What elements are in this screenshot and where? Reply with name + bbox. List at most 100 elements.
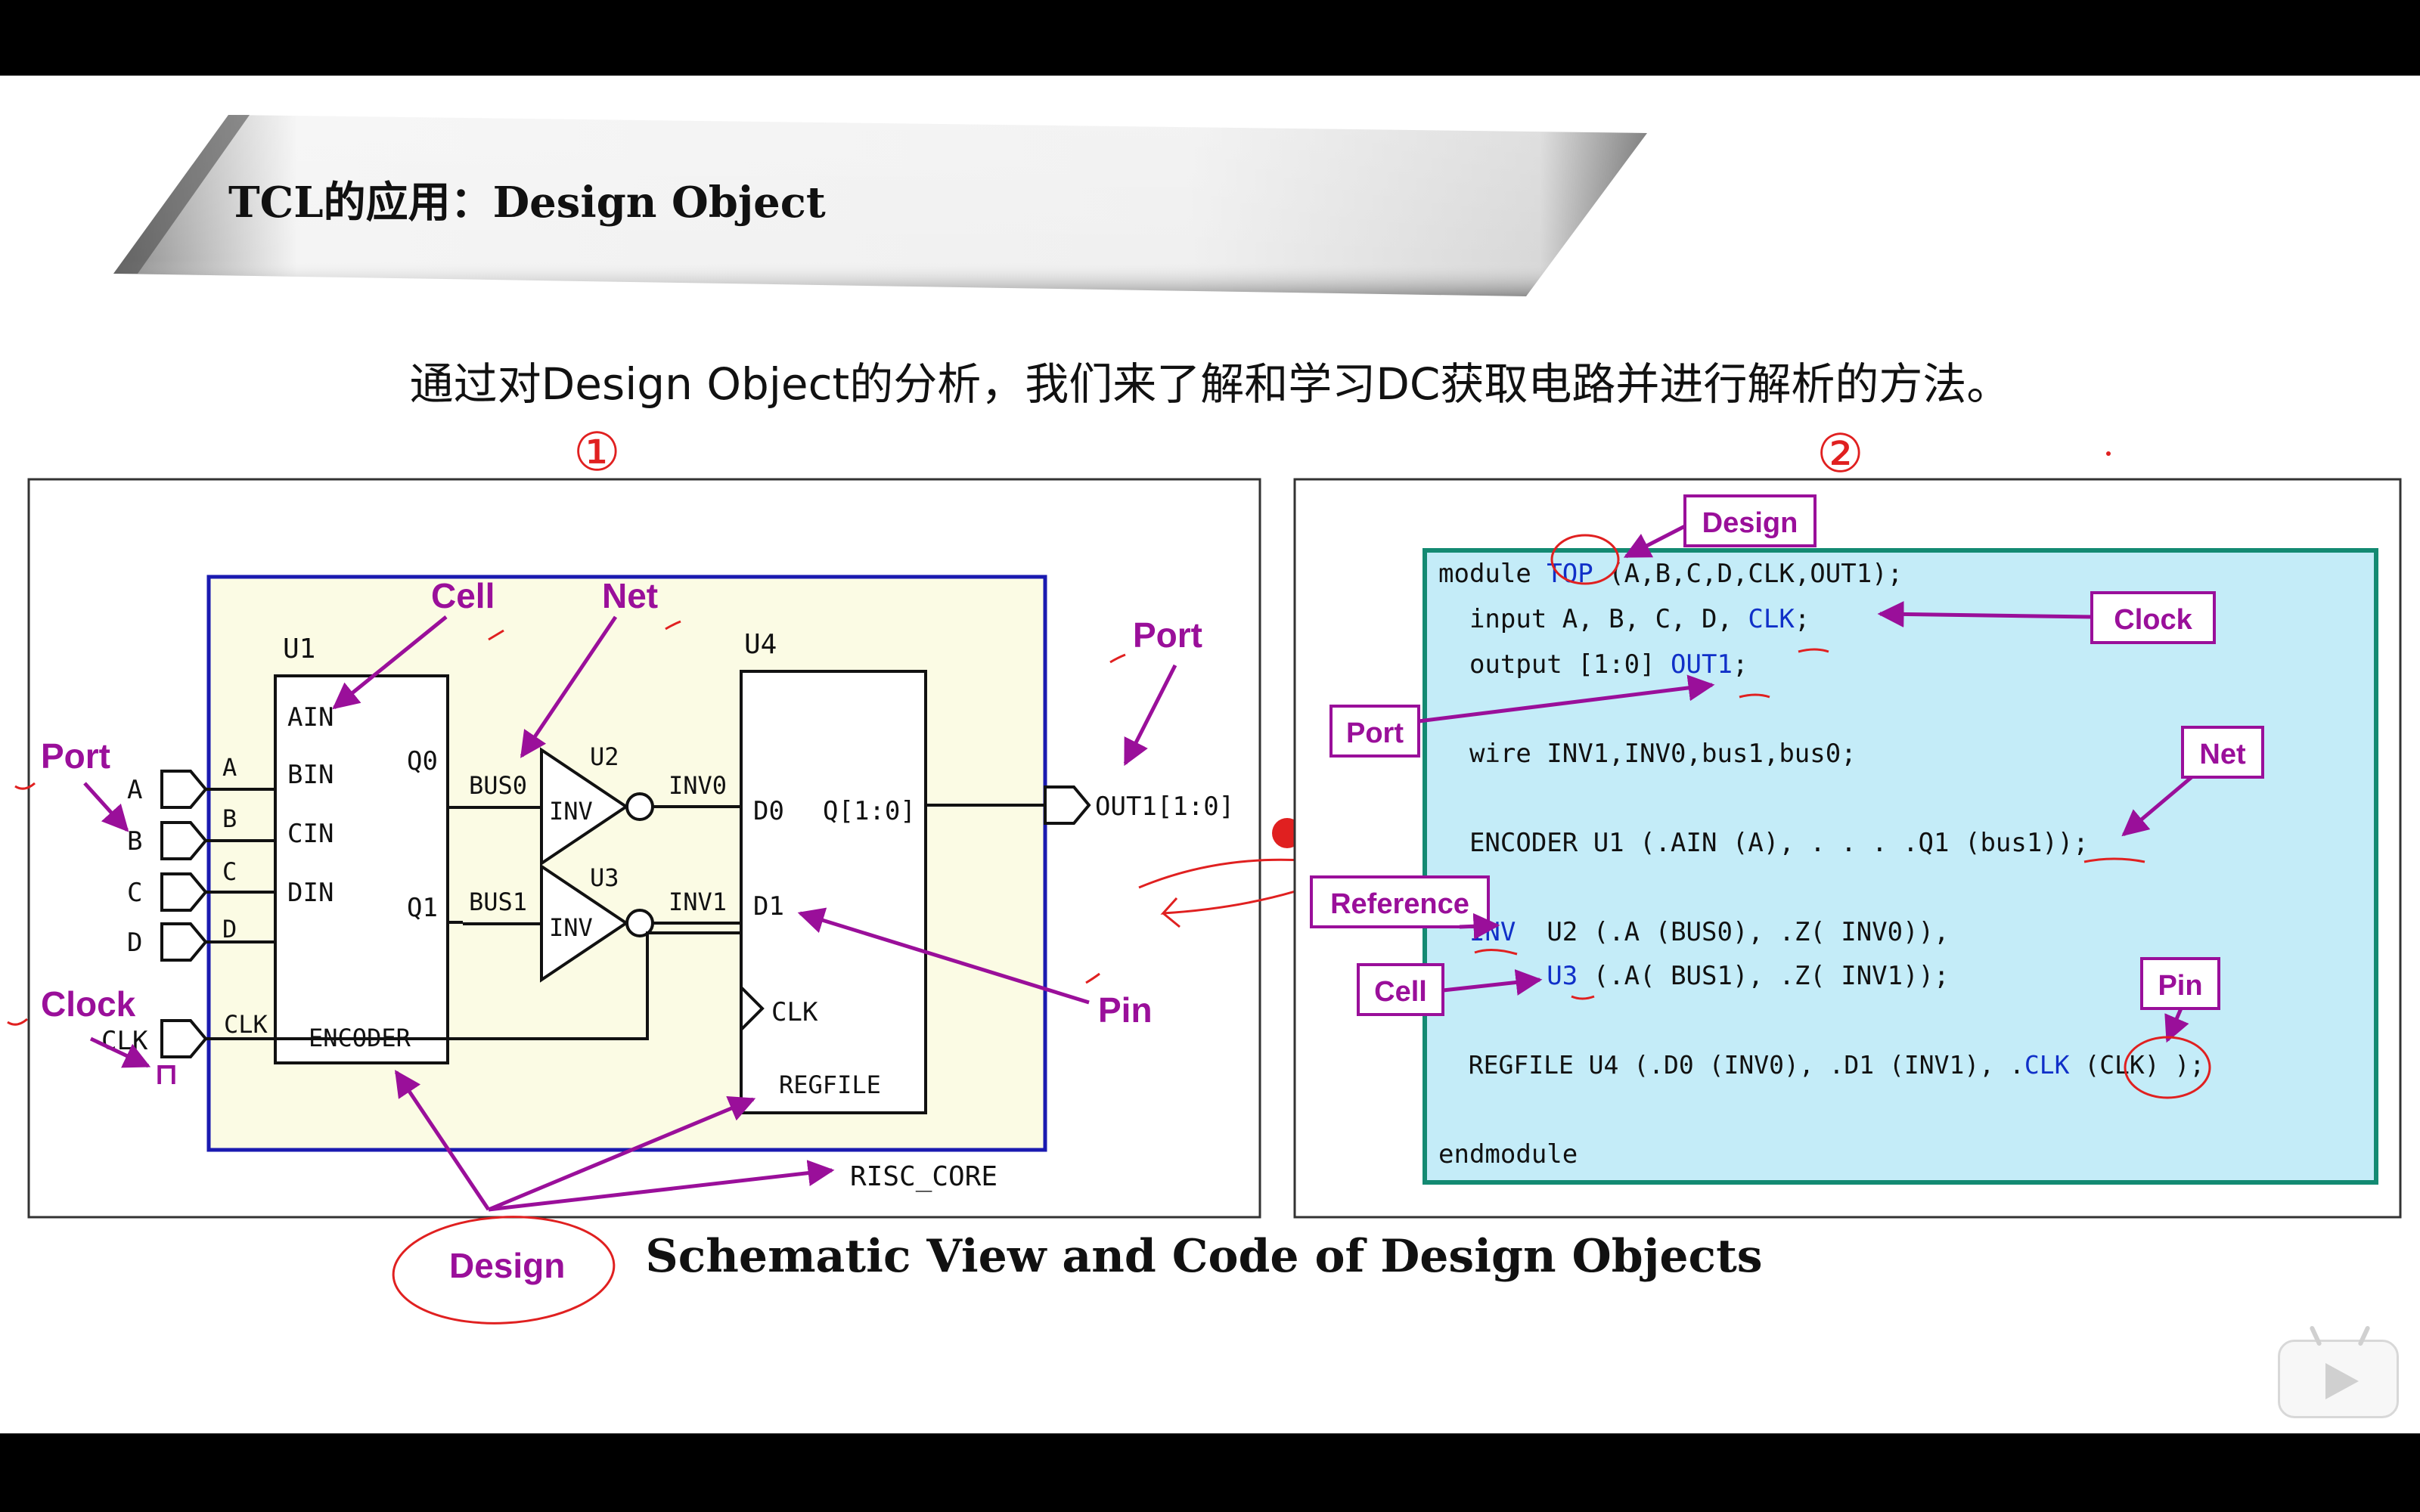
inverter-cells (540, 747, 654, 983)
design-circle-annotation (392, 1216, 616, 1325)
port-d (160, 922, 208, 962)
pin-circle-annotation (2124, 1036, 2211, 1099)
u1-pin-b: B (222, 804, 237, 833)
code-line-u2: INV U2 (.A (BUS0), .Z( INV0)), (1438, 917, 1950, 947)
code-callout-net: Net (2199, 739, 2246, 770)
port-c (160, 872, 208, 912)
page-title: TCL的应用：Design Object (228, 178, 826, 228)
annotation-dot (2106, 451, 2111, 456)
net-bus0-label: BUS0 (469, 771, 527, 800)
video-play-button[interactable] (2278, 1325, 2399, 1418)
u4-pin-q: Q[1:0] (823, 796, 916, 826)
letterbox-top (0, 0, 2420, 76)
slide-subtitle: 通过对Design Object的分析，我们来了解和学习DC获取电路并进行解析的… (410, 358, 2011, 410)
callout-net: Net (602, 576, 658, 615)
code-callout-reference: Reference (1330, 888, 1469, 920)
code-line-module: module TOP (A,B,C,D,CLK,OUT1); (1438, 559, 1903, 589)
port-clk (160, 1019, 208, 1058)
code-token-clk: CLK (1748, 604, 1795, 634)
u1-pin-bin: BIN (287, 760, 334, 790)
u1-instance-label: U1 (283, 634, 315, 665)
net-bus1-label: BUS1 (469, 888, 527, 916)
code-line-u3: U3 (.A( BUS1), .Z( INV1)); (1438, 961, 1950, 991)
u2-bubble (625, 792, 654, 821)
slide-canvas: TCL的应用：Design Object 通过对Design Object的分析… (7, 115, 2402, 1325)
callout-pin: Pin (1098, 990, 1153, 1030)
schematic-handwritten-marks (7, 620, 1126, 1325)
callout-design: Design (449, 1246, 565, 1285)
bus-nets (448, 806, 541, 925)
u1-pin-din: DIN (287, 878, 334, 908)
port-d-label: D (127, 928, 142, 958)
code-callout-port: Port (1346, 717, 1404, 749)
input-ports (160, 770, 208, 1058)
callout-cell: Cell (431, 576, 495, 615)
port-b-label: B (127, 826, 142, 857)
code-callout-boxes (1310, 494, 2264, 1016)
callout-port-output: Port (1133, 615, 1202, 655)
verilog-code: module TOP (A,B,C,D,CLK,OUT1); input A, … (1438, 559, 2204, 1170)
callout-port-input: Port (41, 736, 110, 776)
u1-pin-d: D (222, 915, 237, 943)
code-callout-cell: Cell (1374, 976, 1427, 1008)
clock-waveform-icon: ⊓ (154, 1057, 178, 1092)
u4-pin-clk: CLK (771, 997, 818, 1027)
design-risc-core-label: RISC_CORE (850, 1161, 997, 1192)
u2-instance-label: U2 (590, 742, 619, 771)
u4-regfile-cell (740, 670, 927, 1114)
port-c-label: C (127, 878, 142, 908)
port-out1 (1044, 785, 1091, 825)
u3-reference-inv: INV (549, 913, 593, 942)
u2-inverter-cell (540, 747, 629, 866)
code-token-u3: U3 (1547, 961, 1578, 991)
play-icon (2325, 1363, 2359, 1399)
top-circle-annotation (1550, 534, 1620, 585)
input-nets (206, 788, 275, 943)
u4-reference-regfile: REGFILE (779, 1070, 881, 1099)
title-ribbon (113, 115, 1647, 296)
u1-pin-c: C (222, 857, 237, 886)
code-line-endmodule: endmodule (1438, 1139, 1578, 1170)
code-token-pin-clk: CLK (2024, 1050, 2070, 1080)
figure-caption: Schematic View and Code of Design Object… (645, 1230, 1762, 1283)
u4-pin-d1: D1 (753, 891, 784, 922)
net-clk-label: CLK (224, 1010, 268, 1039)
u1-pin-ain: AIN (287, 702, 334, 733)
code-line-output: output [1:0] OUT1; (1438, 649, 1748, 680)
net-inv1-label: INV1 (669, 888, 727, 916)
port-a (160, 770, 208, 809)
u3-instance-label: U3 (590, 863, 619, 892)
port-b (160, 821, 208, 860)
code-line-regfile: REGFILE U4 (.D0 (INV0), .D1 (INV1), .CLK… (1438, 1050, 2204, 1080)
annotation-mark-2: ② (1817, 423, 1864, 485)
u1-encoder-cell (274, 674, 449, 1064)
port-a-label: A (127, 775, 142, 805)
callout-clock: Clock (41, 984, 136, 1024)
clk-net (206, 931, 741, 1040)
code-callout-design: Design (1702, 507, 1798, 539)
code-token-out1: OUT1 (1671, 649, 1733, 680)
u1-pin-q0: Q0 (407, 746, 438, 776)
schematic-callout-arrows (83, 615, 1177, 1212)
u4-instance-label: U4 (744, 629, 777, 660)
annotation-mark-1: ① (573, 421, 621, 483)
inv-nets (653, 805, 741, 925)
port-out1-label: OUT1[1:0] (1095, 792, 1234, 822)
u1-pin-q1: Q1 (407, 893, 438, 923)
letterbox-bottom (0, 1433, 2420, 1512)
u2-reference-inv: INV (549, 797, 593, 826)
port-clk-label: CLK (101, 1026, 148, 1056)
u3-inverter-cell (540, 863, 629, 983)
slide: TCL的应用：Design Object 通过对Design Object的分析… (0, 76, 2420, 1433)
code-line-encoder: ENCODER U1 (.AIN (A), . . . .Q1 (bus1)); (1438, 828, 2089, 858)
code-callout-clock: Clock (2114, 604, 2192, 636)
net-inv0-label: INV0 (669, 771, 727, 800)
u4-clock-marker (740, 986, 765, 1031)
code-block (1423, 548, 2378, 1185)
code-callout-pin: Pin (2158, 970, 2202, 1002)
u1-pin-a: A (222, 753, 237, 782)
code-line-input: input A, B, C, D, CLK; (1438, 604, 1810, 634)
code-handwritten-marks (1474, 534, 2211, 1099)
u1-pin-cin: CIN (287, 819, 334, 849)
u4-pin-d0: D0 (753, 796, 784, 826)
